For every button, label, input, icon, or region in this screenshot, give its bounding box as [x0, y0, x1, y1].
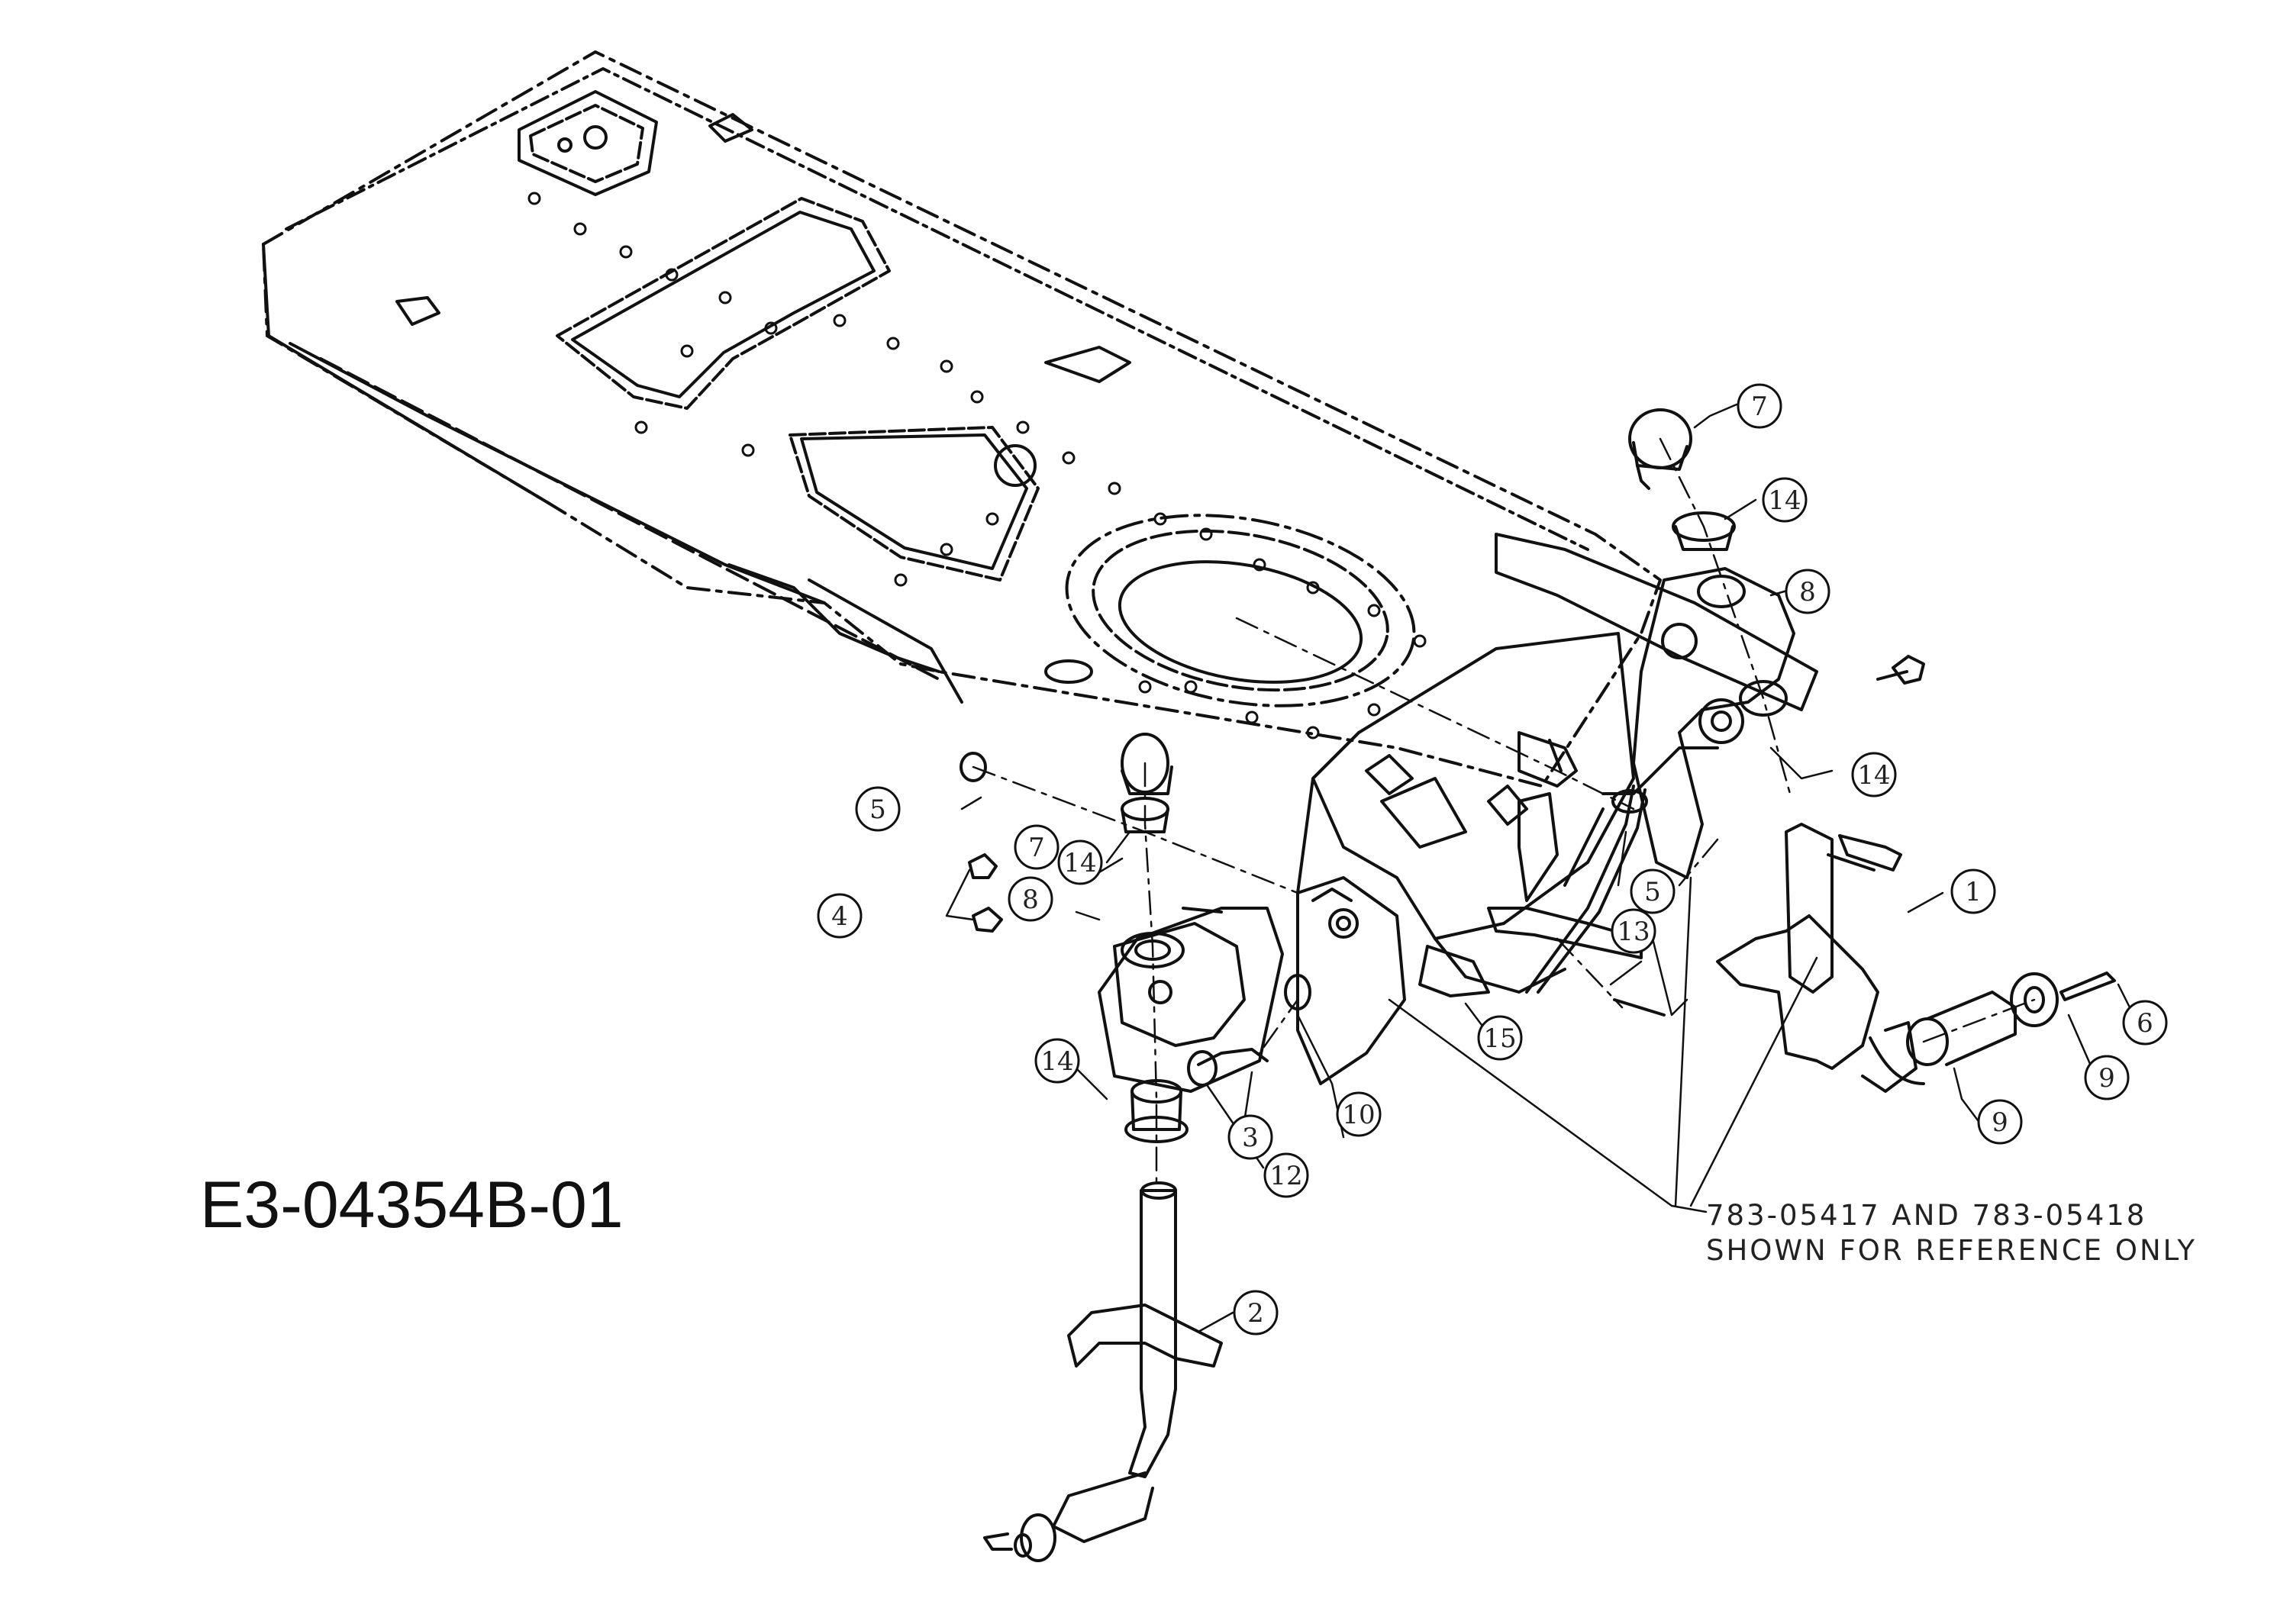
callout-2: 2	[1233, 1290, 1279, 1336]
callout-5: 5	[1630, 868, 1676, 914]
callout-circle	[2122, 1000, 2168, 1046]
callout-number: 4	[831, 901, 848, 932]
callout-10: 10	[1336, 1091, 1382, 1137]
callout-number: 13	[1617, 917, 1650, 947]
callout-circle	[1034, 1038, 1080, 1084]
reference-note-line-1: 783-05417 AND 783-05418	[1706, 1199, 2147, 1232]
callout-circle	[1977, 1099, 2023, 1145]
axle-bracket	[1296, 632, 1635, 1085]
callout-14: 14	[1851, 752, 1897, 798]
callout-circle	[2084, 1055, 2130, 1100]
callout-number: 7	[1028, 833, 1045, 863]
callout-8: 8	[1785, 569, 1830, 614]
callout-1: 1	[1950, 868, 1996, 914]
callout-14: 14	[1762, 477, 1808, 523]
callout-number: 9	[1992, 1107, 2008, 1138]
callout-circle	[1762, 477, 1808, 523]
callout-7: 7	[1014, 824, 1060, 870]
leader-lines	[945, 403, 2139, 1333]
callout-number: 1	[1965, 877, 1982, 907]
callout-number: 15	[1483, 1023, 1516, 1054]
callout-14: 14	[1034, 1038, 1080, 1084]
callout-9: 9	[1977, 1099, 2023, 1145]
callout-number: 5	[1644, 877, 1661, 907]
callout-number: 2	[1247, 1298, 1264, 1329]
callout-14: 14	[1057, 839, 1103, 885]
reference-note-line-2: SHOWN FOR REFERENCE ONLY	[1706, 1234, 2197, 1267]
callout-number: 5	[869, 794, 886, 825]
callout-number: 3	[1242, 1123, 1259, 1153]
callout-number: 14	[1040, 1046, 1073, 1077]
callout-6: 6	[2122, 1000, 2168, 1046]
callout-circle	[1057, 839, 1103, 885]
callout-circle	[817, 893, 863, 939]
callout-13: 13	[1611, 908, 1656, 954]
callout-number: 12	[1269, 1161, 1302, 1191]
callout-15: 15	[1477, 1015, 1523, 1061]
callout-circle	[1950, 868, 1996, 914]
diagram-code: E3-04354B-01	[200, 1168, 624, 1242]
callout-3: 3	[1227, 1114, 1273, 1160]
callout-layer: 7 14 8 14 5 7 14 8 4 5 13 1 6 15 9 9 10 3 12 14 2	[817, 383, 2168, 1336]
callout-number: 7	[1751, 392, 1768, 422]
callout-number: 8	[1022, 884, 1039, 915]
callout-circle	[1611, 908, 1656, 954]
callout-circle	[1851, 752, 1897, 798]
callout-circle	[1014, 824, 1060, 870]
callout-number: 14	[1768, 485, 1801, 516]
callout-number: 14	[1063, 848, 1096, 878]
callout-circle	[1477, 1015, 1523, 1061]
callout-number: 14	[1857, 760, 1890, 791]
callout-number: 10	[1342, 1100, 1375, 1130]
callout-circle	[855, 786, 901, 832]
callout-circle	[1227, 1114, 1273, 1160]
callout-circle	[1233, 1290, 1279, 1336]
callout-circle	[1263, 1152, 1309, 1198]
callout-circle	[1630, 868, 1676, 914]
callout-circle	[1336, 1091, 1382, 1137]
callout-circle	[1785, 569, 1830, 614]
callout-number: 8	[1799, 577, 1816, 607]
callout-number: 9	[2098, 1063, 2115, 1094]
chassis-frame	[262, 50, 1662, 788]
callout-7: 7	[1737, 383, 1782, 429]
callout-12: 12	[1263, 1152, 1309, 1198]
reference-note: 783-05417 AND 783-05418 SHOWN FOR REFERE…	[1706, 1198, 2197, 1268]
callout-circle	[1737, 383, 1782, 429]
callout-9: 9	[2084, 1055, 2130, 1100]
callout-number: 6	[2137, 1008, 2153, 1039]
callout-4: 4	[817, 893, 863, 939]
right-spindle	[1495, 408, 2116, 1093]
callout-5: 5	[855, 786, 901, 832]
callout-8: 8	[1008, 876, 1053, 922]
callout-circle	[1008, 876, 1053, 922]
